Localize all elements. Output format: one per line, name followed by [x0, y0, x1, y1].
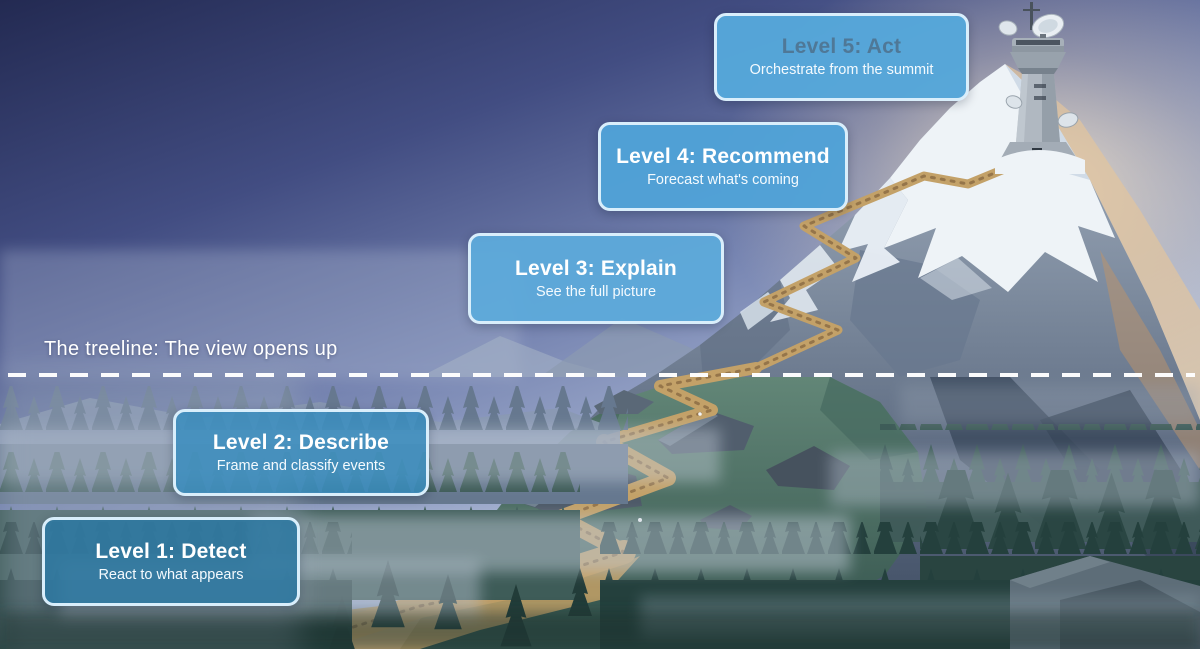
level-5-badge: Level 5: Act Orchestrate from the summit [714, 13, 969, 101]
level-4-badge: Level 4: Recommend Forecast what's comin… [598, 122, 848, 211]
level-title: Level 5: Act [781, 35, 902, 59]
satellite-dish-icon [1031, 13, 1065, 39]
level-2-badge: Level 2: Describe Frame and classify eve… [173, 409, 429, 496]
level-subtitle: React to what appears [98, 566, 244, 583]
antenna-mast [1030, 2, 1033, 30]
level-subtitle: Orchestrate from the summit [749, 62, 934, 79]
level-title: Level 1: Detect [95, 539, 247, 563]
level-title: Level 3: Explain [515, 256, 677, 280]
satellite-dish-icon [1057, 112, 1079, 128]
level-subtitle: Frame and classify events [216, 457, 386, 474]
satellite-dish-icon [998, 20, 1018, 36]
treeline-dashed-line [8, 373, 1195, 377]
treeline-label: The treeline: The view opens up [44, 338, 338, 360]
level-1-badge: Level 1: Detect React to what appears [42, 517, 300, 606]
level-subtitle: See the full picture [535, 283, 657, 300]
sky-haze [0, 250, 520, 380]
level-3-badge: Level 3: Explain See the full picture [468, 233, 724, 324]
level-title: Level 2: Describe [212, 430, 390, 454]
satellite-dish-icon [1005, 95, 1023, 109]
level-title: Level 4: Recommend [616, 144, 830, 168]
summit-tower [995, 2, 1085, 174]
level-subtitle: Forecast what's coming [647, 171, 799, 188]
